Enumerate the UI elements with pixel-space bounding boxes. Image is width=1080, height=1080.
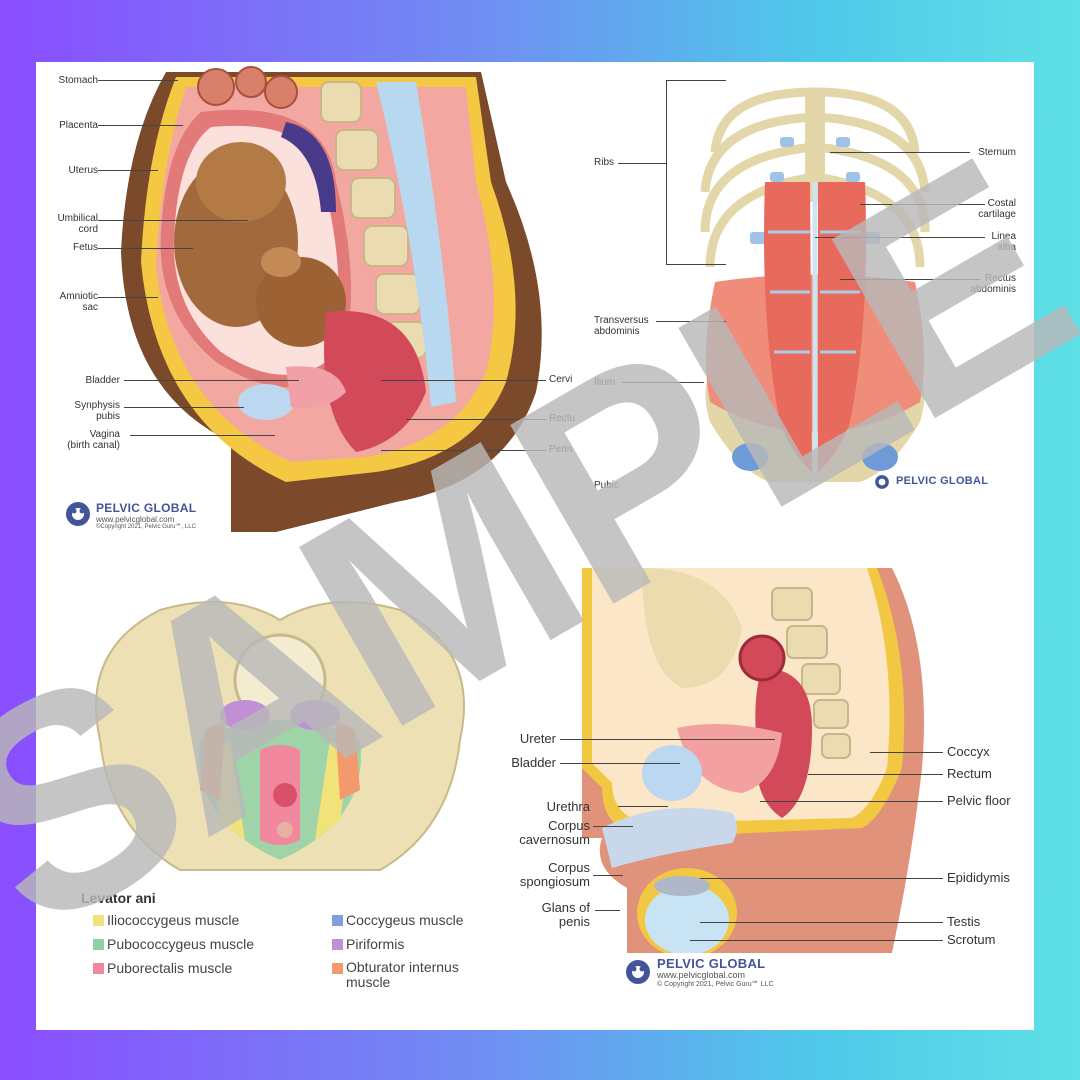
legend-swatch — [332, 939, 343, 950]
male-panel — [582, 568, 934, 953]
logo-copyright: © Copyright 2021, Pelvic Guru℠ LLC — [657, 981, 774, 988]
label-transversus-abdominis: Transversus abdominis — [594, 315, 649, 337]
legend-item: Coccygeus muscle — [346, 912, 464, 928]
label-pubic: Pubic — [594, 480, 620, 491]
pregnancy-panel — [36, 62, 576, 532]
label-rectum-f: Rectu — [549, 413, 576, 424]
label-bladder-f: Bladder — [85, 375, 120, 386]
legend-swatch — [332, 915, 343, 926]
pelvic-floor-panel — [80, 590, 480, 890]
legend-swatch — [93, 939, 104, 950]
pelvic-global-logo-icon — [66, 502, 90, 526]
abdomen-panel — [690, 72, 940, 487]
legend-swatch — [93, 963, 104, 974]
legend-title: Levator ani — [81, 890, 156, 906]
label-bladder-m: Bladder — [511, 755, 556, 770]
label-placenta: Placenta — [59, 120, 98, 131]
label-costal-cartilage: Costal cartilage — [978, 198, 1016, 220]
label-glans-of-penis: Glans of penis — [541, 900, 590, 930]
legend-swatch — [332, 963, 343, 974]
label-scrotum: Scrotum — [947, 932, 996, 947]
label-cervix: Cervi — [549, 374, 573, 385]
label-coccyx: Coccyx — [947, 744, 990, 759]
pelvic-floor-illustration — [95, 601, 465, 871]
legend-item: Pubococcygeus muscle — [107, 936, 255, 952]
label-corpus-spongiosum: Corpus spongiosum — [519, 860, 590, 890]
label-ureter: Ureter — [519, 731, 556, 746]
label-pelvic-floor: Pelvic floor — [947, 793, 1011, 808]
logo-name: PELVIC GLOBAL — [96, 501, 197, 515]
legend-item: Puborectalis muscle — [107, 960, 233, 976]
logo-url: www.pelvicglobal.com — [657, 970, 746, 980]
pregnancy-logo: PELVIC GLOBAL www.pelvicglobal.com ©Copy… — [64, 500, 224, 530]
label-corpus-cavernosum: Corpus cavernosum — [519, 818, 590, 848]
abdomen-logo: PELVIC GLOBAL — [874, 474, 994, 490]
pelvic-global-logo-icon — [875, 475, 889, 489]
label-fetus: Fetus — [72, 242, 98, 253]
label-linea-alba: Linea alba — [991, 231, 1016, 253]
label-vagina: Vagina (birth canal) — [67, 429, 120, 451]
legend-swatch — [93, 915, 104, 926]
label-testis: Testis — [947, 914, 981, 929]
pelvic-global-logo-icon — [626, 960, 650, 984]
label-rectus-abdominis: Rectus abdominis — [970, 273, 1016, 295]
legend-item: Piriformis — [346, 936, 405, 952]
legend-item: Obturator internus muscle — [346, 959, 459, 990]
label-stomach: Stomach — [58, 75, 98, 86]
label-amniotic-sac: Amniotic sac — [59, 291, 98, 313]
male-logo: PELVIC GLOBAL www.pelvicglobal.com © Cop… — [624, 956, 794, 988]
logo-url: www.pelvicglobal.com — [96, 515, 175, 524]
label-umbilical-cord: Umbilical cord — [57, 213, 98, 235]
legend-item: Iliococcygeus muscle — [107, 912, 240, 928]
logo-name: PELVIC GLOBAL — [896, 475, 989, 487]
abdomen-illustration — [700, 87, 930, 482]
label-ribs: Ribs — [594, 157, 615, 168]
label-epididymis: Epididymis — [947, 870, 1010, 885]
logo-copyright: ©Copyright 2021, Pelvic Guru℠, LLC — [96, 524, 196, 530]
label-ilium: Ilium — [594, 377, 616, 388]
label-symphysis-pubis: Synphysis pubis — [74, 400, 120, 422]
label-uterus: Uterus — [68, 165, 98, 176]
label-rectum-m: Rectum — [947, 766, 992, 781]
label-perineum: Perin — [549, 444, 573, 455]
male-illustration — [582, 568, 924, 953]
logo-name: PELVIC GLOBAL — [657, 956, 766, 971]
label-urethra: Urethra — [546, 799, 590, 814]
label-sternum: Sternum — [978, 147, 1016, 158]
